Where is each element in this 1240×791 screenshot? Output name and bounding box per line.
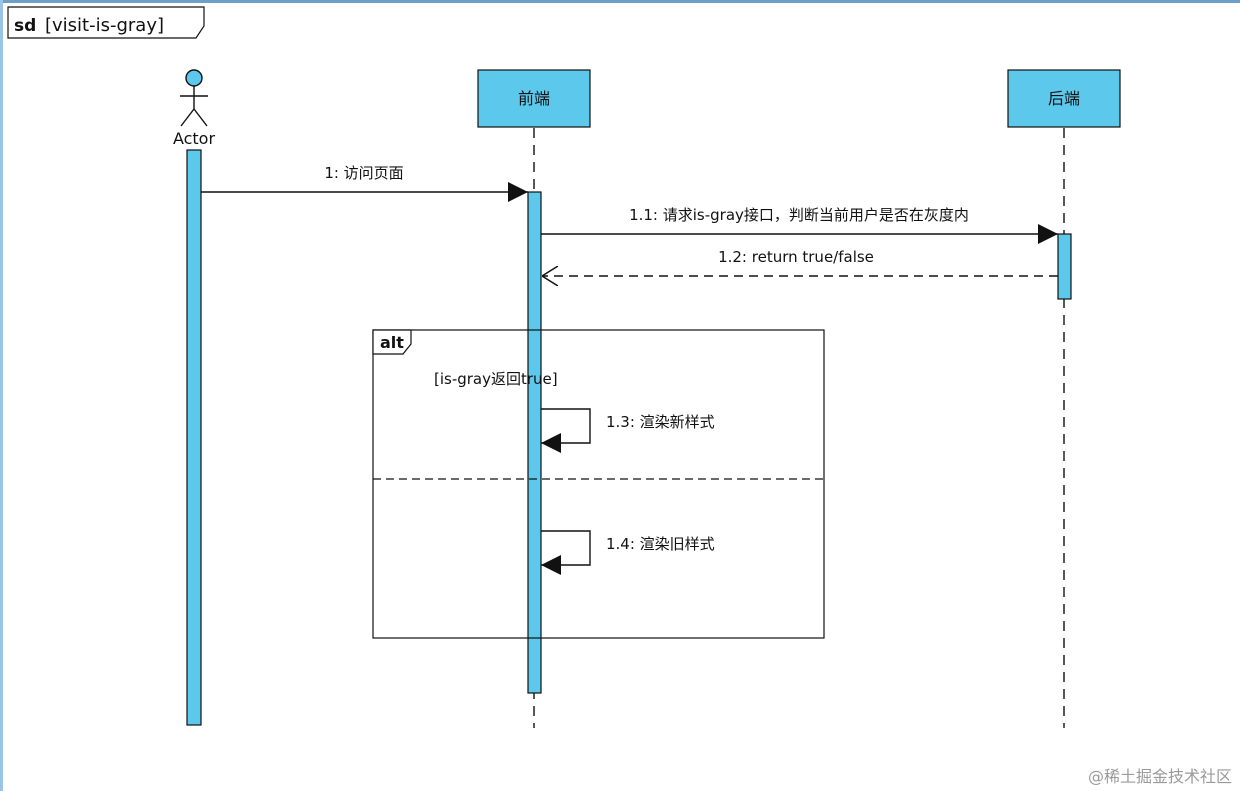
- participant-backend-box: [1007, 69, 1121, 128]
- actor-left-leg: [180, 108, 195, 127]
- alt-fragment[interactable]: alt [is-gray返回true]: [372, 329, 825, 639]
- frame-tab[interactable]: sd [visit-is-gray]: [7, 6, 205, 39]
- actor-activation-bar[interactable]: [186, 149, 202, 726]
- participant-frontend[interactable]: 前端: [477, 69, 591, 128]
- message-1-1-label: 1.1: 请求is-gray接口，判断当前用户是否在灰度内: [629, 206, 969, 224]
- participant-backend[interactable]: 后端: [1007, 69, 1121, 128]
- message-1-2-label: 1.2: return true/false: [718, 248, 874, 266]
- alt-operator-label: alt: [380, 333, 404, 352]
- participant-frontend-label: 前端: [518, 89, 550, 108]
- message-1-4-label: 1.4: 渲染旧样式: [606, 535, 715, 553]
- frame-keyword: sd: [14, 16, 36, 36]
- window-top-border: [0, 0, 1240, 3]
- alt-fragment-box: [372, 329, 825, 639]
- message-1-3-self-arrow[interactable]: [541, 408, 591, 453]
- participant-backend-label: 后端: [1048, 89, 1080, 108]
- frame-name: [visit-is-gray]: [45, 15, 164, 36]
- actor-head: [185, 69, 203, 87]
- backend-activation-bar[interactable]: [1057, 233, 1072, 300]
- actor-figure[interactable]: [180, 69, 208, 127]
- actor-label: Actor: [173, 129, 216, 148]
- message-1-label: 1: 访问页面: [324, 164, 403, 182]
- watermark-text: @稀土掘金技术社区: [1088, 767, 1232, 786]
- alt-guard-label: [is-gray返回true]: [434, 370, 558, 388]
- actor-right-leg: [193, 108, 208, 127]
- alt-operator-tab: [372, 329, 412, 355]
- frontend-activation-bar[interactable]: [527, 191, 542, 694]
- participant-frontend-box: [477, 69, 591, 128]
- window-left-border: [0, 0, 3, 791]
- message-1-3-label: 1.3: 渲染新样式: [606, 413, 715, 431]
- message-1-4-self-arrow[interactable]: [541, 530, 591, 575]
